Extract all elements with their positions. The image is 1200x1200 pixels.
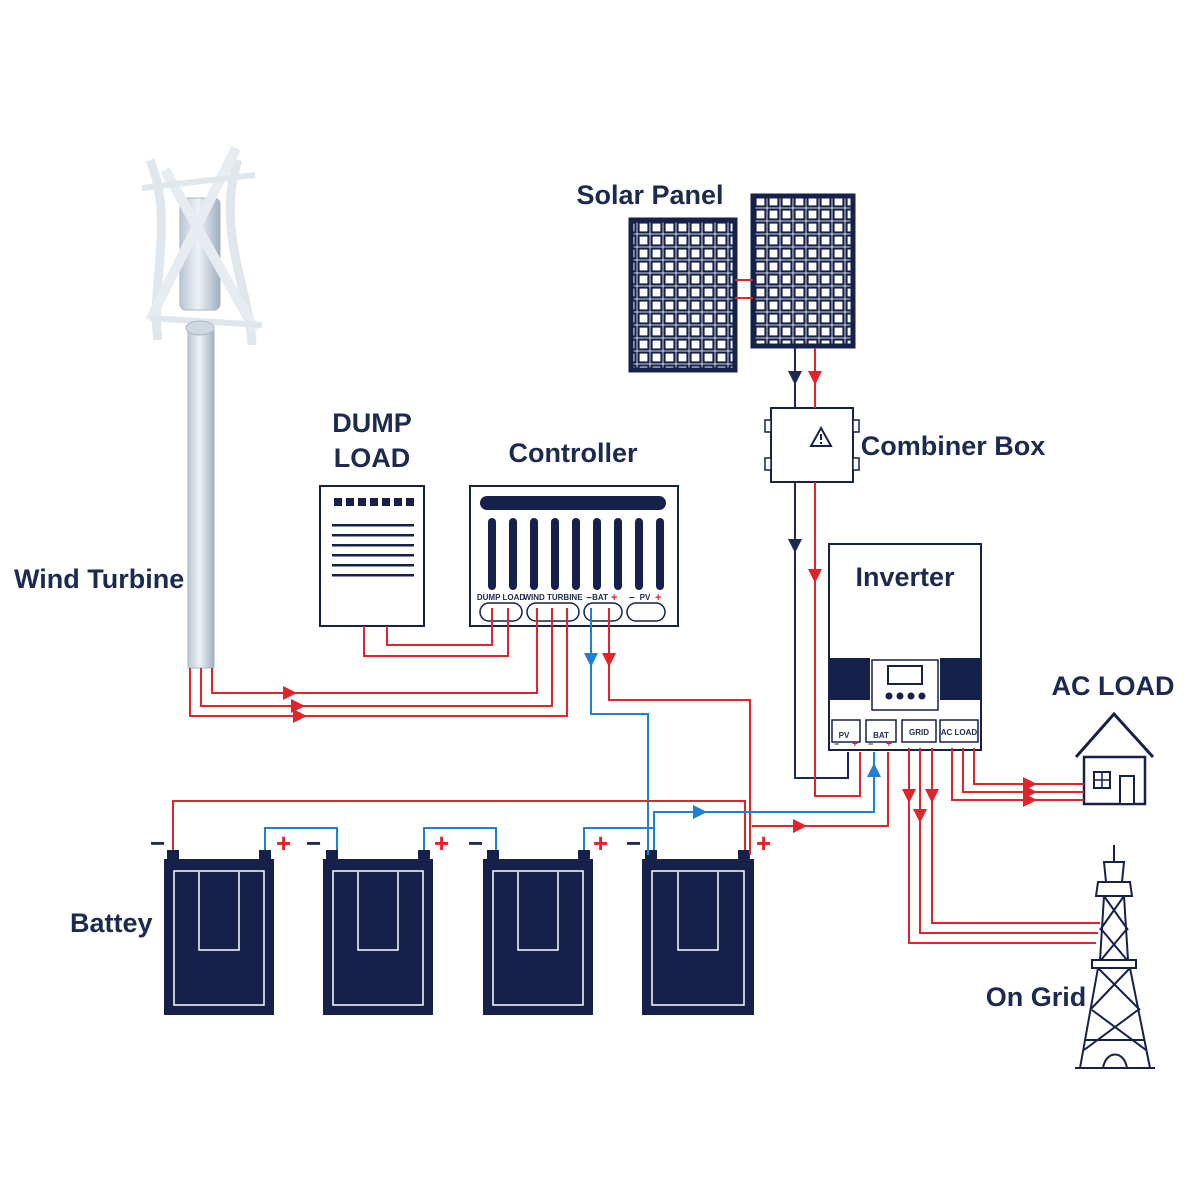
- controller-terminal-bat: BAT: [592, 593, 608, 602]
- inverter-bat-minus: −: [868, 739, 873, 749]
- inverter-terminal-bat: BAT: [873, 731, 889, 740]
- controller-bat-minus: −: [586, 593, 592, 604]
- battery-icon: [483, 850, 593, 1015]
- controller-bat-plus: +: [611, 592, 617, 604]
- controller-pv-plus: +: [655, 592, 661, 604]
- battery-1-plus: +: [276, 828, 291, 858]
- battery-icon: [642, 850, 754, 1015]
- wind-turbine-icon: [141, 145, 263, 669]
- warning-icon: [809, 425, 833, 447]
- svg-text:DUMP: DUMP: [332, 408, 412, 438]
- controller-terminal-pv: PV: [640, 593, 651, 602]
- battery-icon: [164, 850, 274, 1015]
- transmission-tower-icon: [1075, 845, 1155, 1069]
- inverter-terminal-ac-load: AC LOAD: [941, 728, 978, 737]
- battery-3-plus: +: [593, 828, 608, 858]
- inverter-box: [828, 543, 982, 751]
- inverter-terminal-grid: GRID: [909, 728, 929, 737]
- wind-turbine-label: Wind Turbine: [14, 564, 184, 594]
- controller-terminal-dump-load: DUMP LOAD: [477, 593, 526, 602]
- battery-2-plus: +: [434, 828, 449, 858]
- battery-label: Battey: [70, 908, 153, 938]
- controller-box: [469, 485, 679, 627]
- svg-text:LOAD: LOAD: [334, 443, 411, 473]
- battery-1-minus: −: [150, 828, 165, 858]
- controller-terminal-wind-turbine: WIND TURBINE: [523, 593, 583, 602]
- combiner-box-label: Combiner Box: [861, 431, 1046, 461]
- on-grid-label: On Grid: [986, 982, 1087, 1012]
- inverter-bat-plus: +: [886, 739, 892, 750]
- inverter-label: Inverter: [855, 562, 955, 592]
- inverter-pv-minus: −: [834, 739, 839, 749]
- house-icon: [1074, 711, 1155, 806]
- dump-load-box: [319, 485, 425, 627]
- solar-panel-label: Solar Panel: [576, 180, 723, 210]
- controller-pv-minus: −: [629, 593, 635, 604]
- battery-4-plus: +: [756, 828, 771, 858]
- battery-4-minus: −: [626, 828, 641, 858]
- inverter-pv-plus: +: [852, 739, 858, 750]
- ac-load-label: AC LOAD: [1052, 671, 1175, 701]
- battery-bank: [164, 850, 754, 1015]
- wiring: [172, 348, 1100, 944]
- controller-label: Controller: [508, 438, 637, 468]
- battery-3-minus: −: [468, 828, 483, 858]
- battery-2-minus: −: [306, 828, 321, 858]
- battery-icon: [323, 850, 433, 1015]
- inverter-terminal-pv: PV: [839, 731, 850, 740]
- dump-load-label: DUMP LOAD: [332, 408, 412, 473]
- solar-panel-icon: [628, 193, 856, 373]
